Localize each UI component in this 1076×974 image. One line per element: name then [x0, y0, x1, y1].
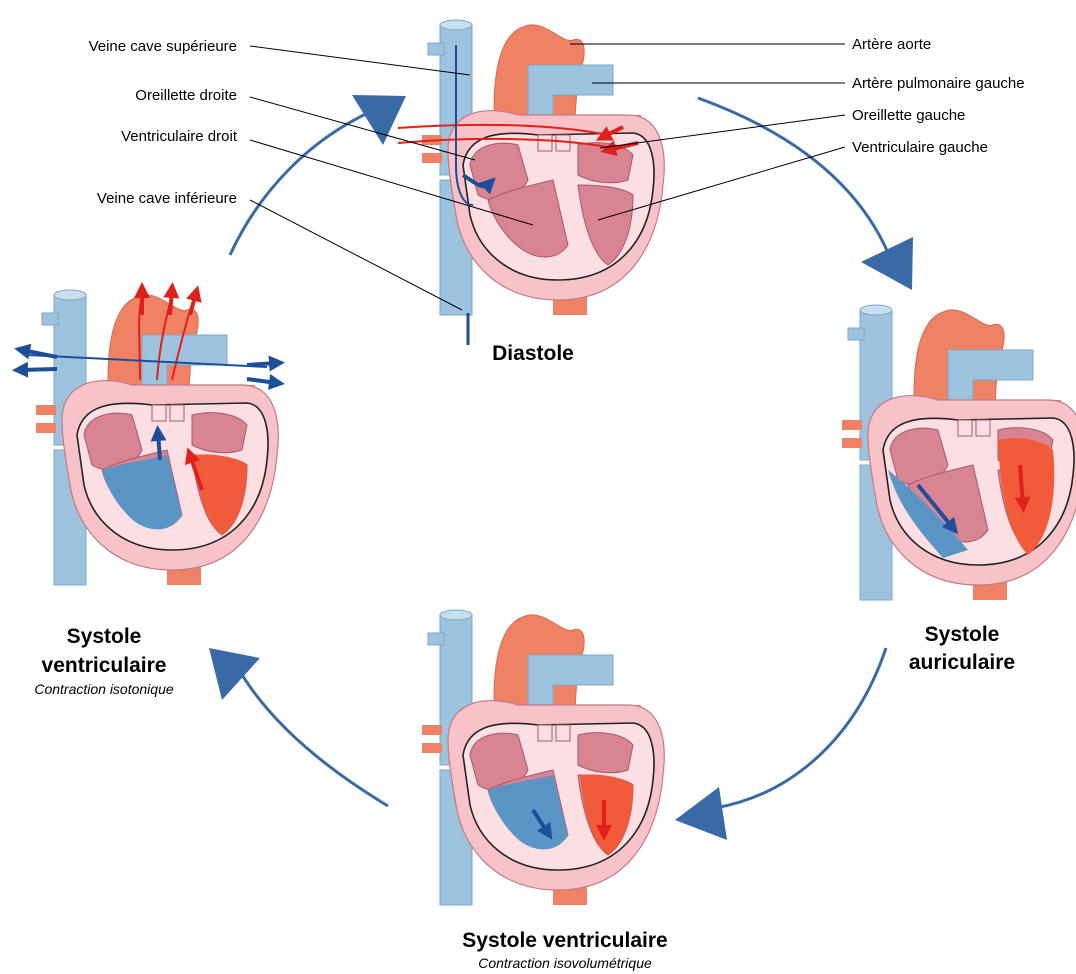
stage-title-systole-ventriculaire-iso: Systole ventriculaire	[462, 929, 667, 952]
heart-diastole	[398, 20, 664, 345]
cycle-arc-left-top	[230, 112, 370, 255]
label-ventriculaire-gauche: Ventriculaire gauche	[852, 139, 988, 156]
heart-systole-ventriculaire	[20, 290, 278, 585]
left-labels: Veine cave supérieure Oreillette droite …	[89, 38, 238, 207]
cycle-arrowhead-left-top	[352, 95, 406, 145]
label-oreillette-droite: Oreillette droite	[135, 87, 237, 104]
label-oreillette-gauche: Oreillette gauche	[852, 107, 965, 124]
cycle-arrowhead-top-right	[861, 237, 913, 290]
heart-systole-ventriculaire-iso	[422, 610, 664, 905]
label-veine-cave-inferieure: Veine cave inférieure	[97, 190, 237, 207]
stage-title-diastole: Diastole	[492, 342, 574, 365]
stage-title-systole-ventriculaire-line2: ventriculaire	[42, 654, 167, 677]
label-artere-aorte: Artère aorte	[852, 36, 931, 53]
cycle-arc-right-bottom	[715, 648, 886, 808]
stage-title-systole-auriculaire-line1: Systole	[925, 623, 1000, 646]
stage-title-systole-auriculaire-line2: auriculaire	[909, 651, 1015, 674]
label-veine-cave-superieure: Veine cave supérieure	[89, 38, 237, 55]
stage-subtitle-isotonique: Contraction isotonique	[34, 681, 174, 697]
heart-systole-auriculaire	[842, 305, 1076, 600]
stage-subtitle-isovolumetrique: Contraction isovolumétrique	[478, 955, 652, 971]
label-ventriculaire-droit: Ventriculaire droit	[121, 128, 238, 145]
label-artere-pulmonaire-gauche: Artère pulmonaire gauche	[852, 75, 1025, 92]
cycle-arrowhead-right-bottom	[675, 787, 727, 840]
cycle-arc-bottom-left	[238, 668, 388, 806]
stage-title-systole-ventriculaire-line1: Systole	[67, 625, 142, 648]
right-labels: Artère aorte Artère pulmonaire gauche Or…	[852, 36, 1025, 156]
